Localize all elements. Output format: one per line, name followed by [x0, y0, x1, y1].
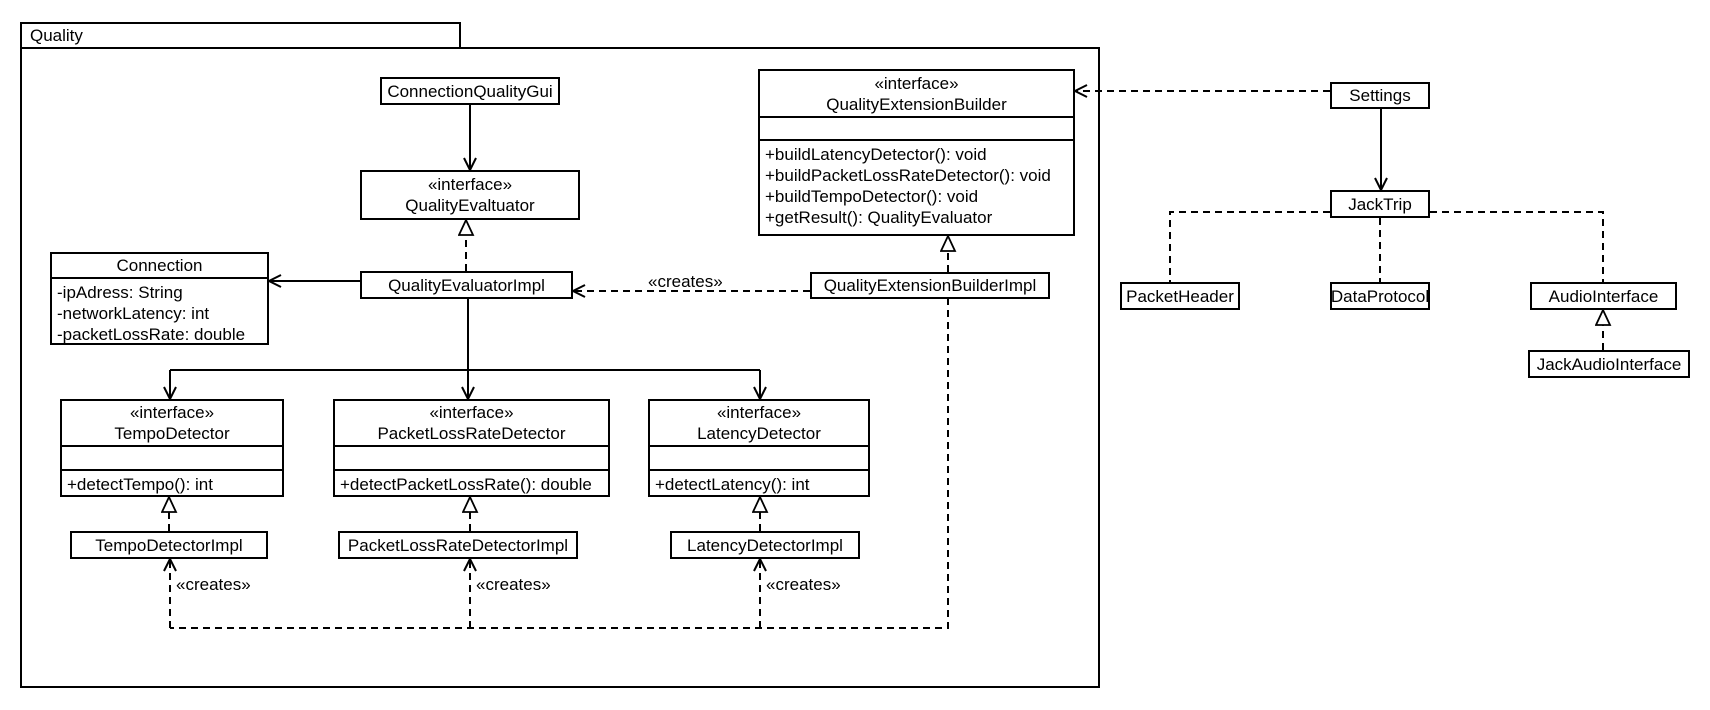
class-audio-interface: AudioInterface — [1530, 282, 1677, 310]
attribute-compartment-empty — [62, 445, 282, 469]
class-connection-quality-gui: ConnectionQualityGui — [380, 77, 560, 105]
attribute-compartment-empty — [650, 445, 868, 469]
class-latency-detector-interface: «interface» LatencyDetector +detectLaten… — [648, 399, 870, 497]
class-data-protocol: DataProtocol — [1330, 282, 1430, 310]
class-name: Connection — [116, 256, 203, 275]
class-name: LatencyDetector — [697, 424, 821, 443]
method-compartment: +buildLatencyDetector(): void +buildPack… — [760, 139, 1073, 228]
stereotype-label: «interface» — [129, 403, 215, 422]
class-title: «interface» LatencyDetector — [650, 401, 868, 445]
class-name: QualityEvaluatorImpl — [388, 275, 545, 295]
class-name: ConnectionQualityGui — [387, 81, 553, 101]
class-name: QualityEvaltuator — [405, 196, 535, 215]
class-title: «interface» TempoDetector — [62, 401, 282, 445]
class-settings: Settings — [1330, 82, 1430, 109]
attribute-line: -networkLatency: int — [57, 304, 210, 323]
class-name: PacketLossRateDetector — [377, 424, 566, 443]
stereotype-label: «interface» — [874, 73, 959, 93]
attribute-compartment: -ipAdress: String -networkLatency: int -… — [52, 277, 267, 345]
attribute-compartment-empty — [760, 116, 1073, 139]
class-name: Settings — [1349, 86, 1411, 105]
class-name: JackTrip — [1348, 194, 1412, 214]
class-packet-loss-rate-detector-interface: «interface» PacketLossRateDetector +dete… — [333, 399, 610, 497]
class-connection: Connection -ipAdress: String -networkLat… — [50, 252, 269, 345]
class-name: AudioInterface — [1548, 286, 1659, 306]
method-line: +buildPacketLossRateDetector(): void — [765, 166, 1051, 185]
class-quality-evaluator-impl: QualityEvaluatorImpl — [360, 271, 573, 299]
attribute-line: -ipAdress: String — [57, 283, 183, 302]
class-tempo-detector-interface: «interface» TempoDetector +detectTempo()… — [60, 399, 284, 497]
class-packet-header: PacketHeader — [1120, 282, 1240, 310]
class-name: QualityExtensionBuilder — [826, 94, 1007, 114]
attribute-line: -packetLossRate: double — [57, 325, 246, 344]
class-packet-loss-rate-detector-impl: PacketLossRateDetectorImpl — [338, 531, 578, 559]
edge-jacktrip-to-audiointerface — [1430, 211, 1604, 282]
class-name: PacketHeader — [1126, 286, 1234, 306]
class-latency-detector-impl: LatencyDetectorImpl — [670, 531, 860, 559]
class-name: QualityExtensionBuilderImpl — [823, 276, 1037, 295]
class-title: «interface» PacketLossRateDetector — [335, 401, 608, 445]
stereotype-label: «interface» — [427, 175, 513, 194]
class-name: TempoDetectorImpl — [95, 535, 243, 555]
class-name: PacketLossRateDetectorImpl — [347, 535, 569, 555]
class-name: LatencyDetectorImpl — [687, 535, 843, 555]
class-name: TempoDetector — [114, 424, 230, 443]
edge-jacktrip-to-packetheader — [1169, 211, 1330, 282]
method-line: +buildLatencyDetector(): void — [765, 145, 987, 164]
method-line: +detectTempo(): int — [67, 475, 213, 494]
class-name: DataProtocol — [1330, 286, 1430, 306]
class-tempo-detector-impl: TempoDetectorImpl — [70, 531, 268, 559]
method-compartment: +detectPacketLossRate(): double — [335, 469, 608, 495]
class-jacktrip: JackTrip — [1330, 190, 1430, 218]
creates-label-tempoimpl: «creates» — [176, 575, 251, 594]
class-quality-extension-builder-interface: «interface» QualityExtensionBuilder +bui… — [758, 69, 1075, 236]
class-name: JackAudioInterface — [1536, 354, 1682, 374]
class-quality-extension-builder-impl: QualityExtensionBuilderImpl — [810, 272, 1050, 299]
method-line: +detectPacketLossRate(): double — [340, 475, 592, 494]
class-quality-evaluator-interface: «interface» QualityEvaltuator — [360, 170, 580, 220]
class-title: «interface» QualityExtensionBuilder — [760, 71, 1073, 116]
edge-evaluatorimpl-detector-tree — [170, 299, 760, 371]
creates-label-plrimpl: «creates» — [476, 575, 551, 594]
method-compartment: +detectLatency(): int — [650, 469, 868, 495]
stereotype-label: «interface» — [429, 403, 514, 422]
package-label: Quality — [30, 25, 83, 45]
package-tab: Quality — [20, 22, 461, 47]
creates-label-evaluatorimpl: «creates» — [648, 272, 723, 291]
class-jack-audio-interface: JackAudioInterface — [1528, 350, 1690, 378]
method-line: +getResult(): QualityEvaluator — [765, 208, 993, 227]
edge-builderimpl-creates-tree — [170, 298, 949, 629]
method-compartment: +detectTempo(): int — [62, 469, 282, 495]
stereotype-label: «interface» — [716, 403, 802, 422]
method-line: +detectLatency(): int — [655, 475, 810, 494]
method-line: +buildTempoDetector(): void — [765, 187, 979, 206]
attribute-compartment-empty — [335, 445, 608, 469]
creates-label-latencyimpl: «creates» — [766, 575, 841, 594]
